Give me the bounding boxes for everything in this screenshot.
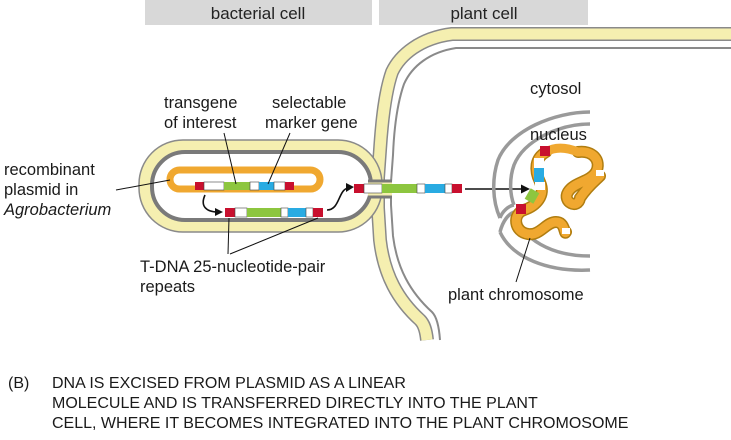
plasmid-transgene	[224, 182, 250, 190]
excised-marker	[288, 208, 306, 217]
integrated-repeat-bottom	[516, 204, 526, 214]
transfer-curve-arrow	[326, 187, 349, 211]
plasmid-repeat-right	[285, 182, 294, 190]
cytosol-label: cytosol	[530, 80, 581, 98]
tdna-label-1: T-DNA 25-nucleotide-pair	[140, 258, 326, 276]
transferred-tdna	[354, 183, 462, 194]
caption-line-2: MOLECULE AND IS TRANSFERRED DIRECTLY INT…	[52, 395, 538, 412]
tdna-label-2: repeats	[140, 278, 195, 296]
plasmid-label-3: Agrobacterium	[3, 201, 111, 219]
transfer-repeat-right	[452, 184, 462, 193]
transfer-repeat-left	[354, 184, 364, 193]
caption-line-1: DNA IS EXCISED FROM PLASMID AS A LINEAR	[52, 375, 406, 392]
plant-chromosome-top	[541, 143, 583, 157]
integrated-marker	[534, 168, 544, 182]
excised-gap-left	[234, 207, 248, 218]
plasmid-gap-right	[273, 181, 286, 191]
excised-gap-mid	[280, 207, 289, 218]
transgene-label-1: transgene	[164, 94, 237, 112]
plant-cell-header: plant cell	[450, 4, 517, 23]
caption-line-3: CELL, WHERE IT BECOMES INTEGRATED INTO T…	[52, 415, 628, 432]
transfer-gap-right	[444, 183, 453, 194]
plant-cell-header-bg	[379, 0, 588, 25]
transgene-label-2: of interest	[164, 114, 237, 132]
transfer-marker	[425, 184, 445, 193]
chromosome-end-bottom-white	[562, 228, 570, 234]
integrated-gap-top	[534, 158, 544, 168]
plasmid-gap-left	[203, 181, 225, 191]
integrated-repeat-top	[540, 146, 550, 156]
selectable-label-2: marker gene	[265, 114, 358, 132]
integration-arrowhead	[521, 184, 530, 194]
tdna-leader-right	[229, 217, 319, 255]
bacterial-cell-header-bg	[145, 0, 372, 25]
selectable-leader	[267, 132, 291, 185]
bacterial-cell-header: bacterial cell	[211, 4, 306, 23]
nucleus-label: nucleus	[530, 126, 587, 144]
tdna-leader-left	[227, 217, 230, 255]
transfer-gap-mid	[416, 183, 426, 194]
transfer-curve-arrowhead	[346, 183, 354, 192]
nuclear-envelope-outer	[492, 110, 591, 219]
transgene-leader	[223, 132, 237, 185]
transfer-transgene	[382, 184, 417, 193]
excision-arrowhead	[215, 208, 223, 216]
excised-transgene	[247, 208, 281, 217]
chromosome-end-top-white	[596, 170, 604, 176]
plasmid-gap-mid	[249, 181, 260, 191]
caption-marker: (B)	[8, 375, 29, 392]
plasmid-marker	[259, 182, 274, 190]
excised-repeat-left	[225, 208, 235, 217]
nuclear-envelope-inner	[508, 122, 591, 206]
plant-chromosome-leader	[515, 237, 531, 283]
selectable-label-1: selectable	[272, 94, 346, 112]
nuclear-envelope-outer-lower	[498, 231, 591, 272]
excised-gap-right	[305, 207, 314, 218]
plant-chromosome-label: plant chromosome	[448, 286, 584, 304]
nuclear-envelope-left-cap-top	[498, 203, 515, 219]
transfer-gap-left	[363, 183, 383, 194]
plasmid-repeat-left	[195, 182, 204, 190]
plasmid-label-2: plasmid in	[4, 181, 78, 199]
excised-tdna	[225, 207, 323, 218]
plasmid-leader	[115, 179, 171, 191]
plasmid-label-1: recombinant	[4, 161, 95, 179]
integrated-transgene	[524, 188, 540, 204]
excised-repeat-right	[313, 208, 323, 217]
integrated-gap-mid	[535, 182, 545, 190]
